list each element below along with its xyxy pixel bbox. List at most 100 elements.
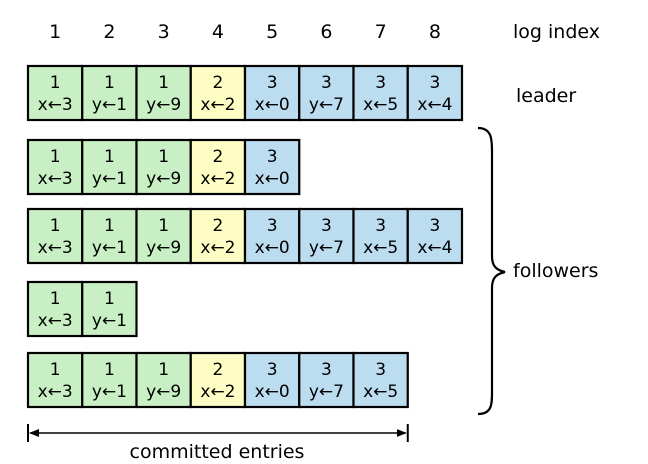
log-entry-box	[352, 64, 409, 122]
entry-term: 3	[321, 360, 332, 380]
log-entry-box	[243, 64, 301, 122]
log-entry: 3x←5	[352, 207, 409, 265]
entry-command: y←1	[92, 382, 127, 402]
follower-log-2: 1x←31y←11y←92x←23x←03y←73x←53x←4	[26, 207, 464, 265]
log-entry: 3x←0	[243, 351, 301, 409]
log-entry: 1y←9	[135, 64, 192, 122]
log-entry: 1y←9	[135, 207, 192, 265]
entry-term: 3	[267, 360, 278, 380]
entry-command: x←4	[417, 95, 452, 115]
log-entry: 1y←1	[81, 64, 138, 122]
log-entry-box	[189, 351, 247, 409]
entry-term: 1	[104, 360, 115, 380]
log-entry: 3x←0	[243, 138, 301, 196]
log-entry-box	[298, 64, 355, 122]
log-entry: 3x←5	[352, 351, 409, 409]
log-entry: 1x←3	[26, 351, 84, 409]
follower-log-1: 1x←31y←11y←92x←23x←0	[26, 138, 301, 196]
log-entry: 2x←2	[189, 64, 247, 122]
entry-term: 1	[104, 73, 115, 93]
log-entry-box	[406, 207, 464, 265]
entry-term: 3	[375, 216, 386, 236]
entry-term: 1	[50, 147, 61, 167]
log-index-4: 4	[212, 21, 224, 43]
entry-command: x←3	[38, 311, 73, 331]
entry-command: x←2	[200, 238, 235, 258]
log-entry: 3y←7	[298, 207, 355, 265]
log-entry: 1y←1	[81, 138, 138, 196]
entry-command: x←0	[255, 169, 290, 189]
log-entry: 3y←7	[298, 351, 355, 409]
log-entry: 3x←5	[352, 64, 409, 122]
entry-term: 1	[158, 73, 169, 93]
log-entry: 2x←2	[189, 351, 247, 409]
follower-log-4: 1x←31y←11y←92x←23x←03y←73x←5	[26, 351, 409, 409]
entry-term: 3	[267, 216, 278, 236]
entry-command: y←1	[92, 169, 127, 189]
entry-command: y←9	[146, 95, 181, 115]
entry-term: 1	[158, 360, 169, 380]
log-index-7: 7	[375, 21, 387, 43]
entry-command: y←9	[146, 169, 181, 189]
entry-command: y←9	[146, 382, 181, 402]
entry-term: 3	[429, 73, 440, 93]
log-entry-box	[352, 351, 409, 409]
entry-term: 2	[212, 360, 223, 380]
log-entry: 3x←4	[406, 64, 464, 122]
log-entry-box	[26, 280, 84, 338]
entry-term: 3	[267, 147, 278, 167]
followers-label: followers	[513, 260, 598, 282]
followers-brace	[477, 126, 506, 416]
log-entry: 2x←2	[189, 207, 247, 265]
entry-term: 3	[321, 216, 332, 236]
entry-command: x←2	[200, 382, 235, 402]
entry-command: x←3	[38, 382, 73, 402]
entry-command: x←4	[417, 238, 452, 258]
log-entry: 1x←3	[26, 64, 84, 122]
leader-log: 1x←31y←11y←92x←23x←03y←73x←53x←4	[26, 64, 464, 122]
log-entry-box	[135, 64, 192, 122]
leader-label: leader	[516, 85, 576, 107]
log-entry-box	[406, 64, 464, 122]
entry-command: y←7	[309, 382, 344, 402]
log-entry-box	[26, 64, 84, 122]
log-index-8: 8	[429, 21, 441, 43]
log-index-2: 2	[103, 21, 115, 43]
log-index-5: 5	[266, 21, 278, 43]
entry-command: y←1	[92, 311, 127, 331]
log-index-label: log index	[513, 21, 600, 43]
entry-term: 2	[212, 73, 223, 93]
entry-term: 3	[375, 73, 386, 93]
log-entry-box	[243, 351, 301, 409]
log-index-3: 3	[158, 21, 170, 43]
entry-command: y←1	[92, 95, 127, 115]
entry-term: 1	[104, 147, 115, 167]
entry-command: x←2	[200, 169, 235, 189]
log-entry: 1y←1	[81, 280, 138, 338]
entry-term: 1	[158, 147, 169, 167]
entry-command: y←1	[92, 238, 127, 258]
log-entry: 1y←9	[135, 138, 192, 196]
log-entry-box	[26, 207, 84, 265]
entry-command: x←3	[38, 169, 73, 189]
entry-term: 1	[50, 73, 61, 93]
entry-command: x←2	[200, 95, 235, 115]
log-entry-box	[298, 207, 355, 265]
log-entry: 3y←7	[298, 64, 355, 122]
entry-command: x←0	[255, 238, 290, 258]
entry-term: 2	[212, 147, 223, 167]
log-entry-box	[81, 351, 138, 409]
log-entry-box	[189, 207, 247, 265]
entry-term: 1	[50, 216, 61, 236]
log-entry: 1y←1	[81, 207, 138, 265]
log-entry: 1x←3	[26, 280, 84, 338]
log-entry-box	[298, 351, 355, 409]
entry-term: 1	[50, 360, 61, 380]
log-entry: 1x←3	[26, 138, 84, 196]
entry-command: x←3	[38, 238, 73, 258]
log-entry-box	[243, 138, 301, 196]
log-entry-box	[135, 207, 192, 265]
entry-command: x←0	[255, 382, 290, 402]
log-entry-box	[81, 64, 138, 122]
entry-command: x←5	[363, 382, 398, 402]
